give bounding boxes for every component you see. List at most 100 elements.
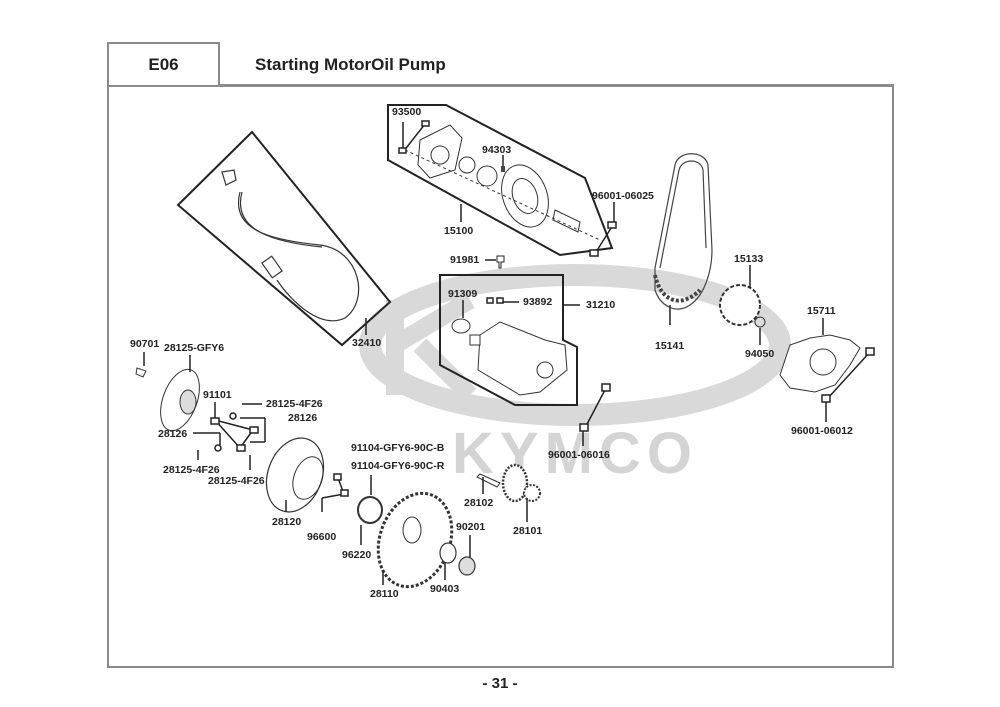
nut-94050: [754, 316, 766, 328]
section-code-cell: E06: [107, 42, 220, 85]
bolt-link: [827, 351, 871, 399]
pump-body-hub: [511, 178, 539, 214]
bolts-96001-06025: [589, 202, 617, 257]
pump-cover-bore: [809, 348, 837, 376]
bolt-head: [865, 347, 875, 356]
pump-cover: [417, 124, 463, 179]
part-label-28126: 28126: [158, 428, 188, 440]
washer-90403: [439, 542, 457, 564]
cable-wire-inner: [239, 191, 323, 248]
part-label-94050: 94050: [745, 348, 775, 360]
part-label-28120: 28120: [272, 516, 302, 528]
starter-driven-gear: [376, 491, 454, 589]
part-label-90701: 90701: [130, 338, 160, 350]
cap: [229, 412, 237, 420]
key-90701: [135, 367, 147, 378]
bolt-head: [601, 383, 611, 392]
part-label-15711: 15711: [807, 305, 836, 317]
starter-pinion: [469, 334, 481, 346]
part-label-28125-4F26: 28125-4F26: [208, 475, 265, 487]
starter-cable-assembly-outline: [176, 130, 392, 347]
part-label-91981: 91981: [450, 254, 480, 266]
part-label-32410: 32410: [352, 337, 382, 349]
part-label-28102: 28102: [464, 497, 494, 509]
kymco-watermark-logo: [359, 264, 791, 426]
cap: [214, 444, 222, 452]
pin-94303: [501, 166, 505, 172]
part-label-28125-4F26: 28125-4F26: [163, 464, 220, 476]
part-label-28125-GFY6: 28125-GFY6: [164, 342, 225, 354]
page-title: Starting MotorOil Pump: [255, 55, 446, 74]
part-label-96001-06012: 96001-06012: [791, 425, 853, 437]
oil-pump-assembly-outline: [387, 104, 614, 257]
o-ring-91309: [451, 318, 471, 334]
part-label-90403: 90403: [430, 583, 460, 595]
bolt-head: [333, 473, 342, 481]
part-label-15141: 15141: [655, 340, 685, 352]
bolt-head: [579, 423, 589, 432]
part-label-28126: 28126: [288, 412, 318, 424]
part-label-28101: 28101: [513, 525, 543, 537]
part-label-96220: 96220: [342, 549, 372, 561]
part-label-96600: 96600: [307, 531, 337, 543]
screw-head: [421, 120, 430, 127]
outer-rotor: [476, 165, 498, 187]
chain-loop: [654, 153, 713, 310]
roller: [210, 417, 220, 425]
starter-clutch-hub: [179, 389, 197, 415]
part-label-93500: 93500: [392, 106, 422, 118]
bolt-head: [486, 297, 494, 304]
bolts-93892: [486, 297, 519, 304]
starter-motor: [469, 321, 568, 396]
watermark-text: KYMCO: [452, 421, 698, 486]
oil-pump-parts: [404, 124, 601, 241]
part-label-96001-06025: 96001-06025: [592, 190, 654, 202]
bolt-link: [584, 387, 607, 429]
pump-shaft: [552, 209, 581, 233]
idle-gear-28101: [501, 463, 529, 503]
part-label-91309: 91309: [448, 288, 478, 300]
cable-wire: [237, 191, 360, 322]
bolt-head: [821, 394, 831, 403]
part-label-90201: 90201: [456, 521, 486, 533]
starter-clutch-outer-inner: [292, 456, 324, 500]
part-label-31210: 31210: [586, 299, 616, 311]
chain-links: [653, 274, 702, 303]
watermark-ellipse: [359, 264, 791, 426]
nut-90201: [458, 556, 476, 576]
pump-cover-boss: [430, 145, 450, 165]
screw-head: [398, 147, 407, 154]
cam-chain: [653, 153, 713, 310]
part-label-28110: 28110: [370, 588, 399, 600]
bolts-96001-06016: [579, 383, 611, 446]
part-label-91104-GFY6-90C-B: 91104-GFY6-90C-B: [351, 442, 445, 454]
chain-loop-inner: [659, 160, 707, 269]
bolts-96001-06012: [821, 347, 875, 422]
roller-link: [214, 419, 254, 431]
pump-body: [501, 164, 549, 228]
part-label-15133: 15133: [734, 253, 764, 265]
starter-motor-end-cap: [536, 361, 554, 379]
part-label-91104-GFY6-90C-R: 91104-GFY6-90C-R: [351, 460, 445, 472]
pump-cover-15711: [779, 334, 861, 393]
roller: [249, 426, 259, 434]
bolt-head: [496, 297, 504, 304]
part-label-91101: 91101: [203, 389, 232, 401]
watermark-k-glyph: [386, 292, 477, 402]
part-label-93892: 93892: [523, 296, 553, 308]
section-code: E06: [148, 54, 179, 74]
bolt-91981: [496, 255, 505, 269]
screws-93500: [398, 120, 430, 154]
sprocket-15133: [719, 284, 761, 326]
bolt-head: [607, 221, 617, 229]
page-number: - 31 -: [482, 675, 518, 692]
cable-boot: [221, 169, 237, 186]
starter-motor-assembly-outline: [439, 274, 578, 406]
idle-gear-pinion: [523, 484, 541, 502]
bolt-head: [340, 489, 349, 497]
rollers-and-springs: [193, 402, 266, 470]
part-label-28125-4F26: 28125-4F26: [266, 398, 323, 410]
bolt-head: [589, 249, 599, 257]
